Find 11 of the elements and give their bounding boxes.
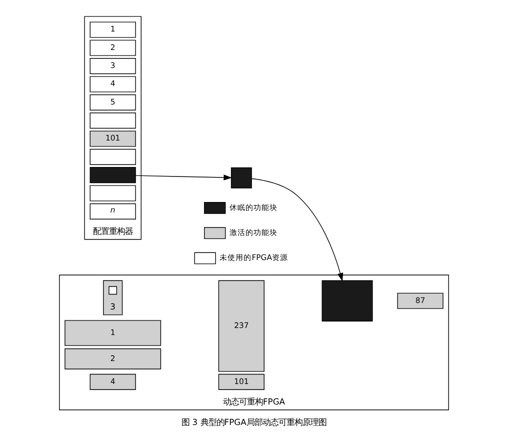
node-box	[90, 148, 136, 165]
arrow	[251, 178, 344, 282]
node-box	[90, 167, 136, 184]
caption: 图 3 典型的FPGA局部动态可重构原理图	[182, 416, 326, 427]
cluster: 3	[103, 280, 123, 316]
node-box	[108, 286, 118, 295]
node-box	[322, 280, 373, 322]
arrow	[135, 174, 232, 180]
node-box	[90, 185, 136, 202]
node-box	[230, 167, 252, 188]
node-box	[90, 112, 136, 129]
